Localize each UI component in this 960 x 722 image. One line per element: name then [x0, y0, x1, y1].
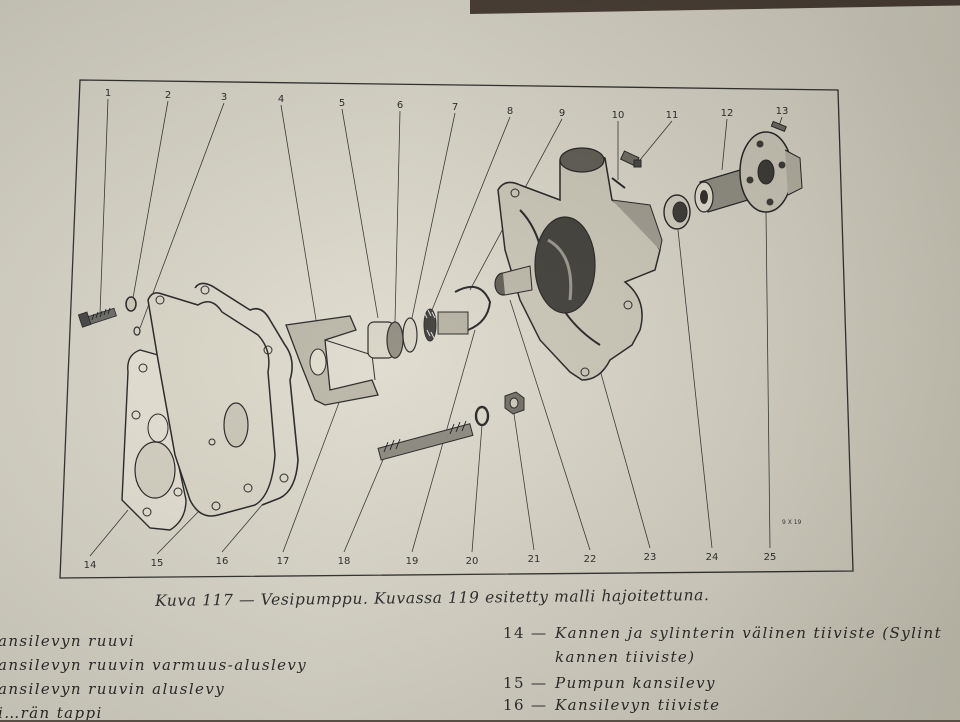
- part-11-grease-nipple: [619, 150, 642, 168]
- callout-3: 3: [221, 92, 227, 103]
- legend-text: Kannen ja sylinterin välinen tiiviste (S…: [555, 624, 942, 642]
- callout-14: 14: [84, 560, 97, 571]
- leader-line-2: [132, 100, 169, 299]
- leader-line-23: [599, 369, 651, 549]
- part-18-stud: [377, 420, 474, 461]
- callout-25: 25: [764, 552, 777, 563]
- legend-number: 15 —: [503, 674, 548, 692]
- leader-line-1: [99, 98, 109, 315]
- leader-line-3: [139, 102, 225, 329]
- legend-text: Kansilevyn tiiviste: [555, 696, 721, 714]
- leader-line-8: [431, 116, 511, 311]
- callout-20: 20: [466, 556, 479, 567]
- diagram-frame: [59, 79, 854, 579]
- part-10-pin: [611, 177, 626, 189]
- leader-line-22: [509, 299, 591, 551]
- part-16-cover-plate-gasket: [194, 282, 299, 506]
- leader-line-25: [765, 211, 771, 549]
- legend-right-item: 15 — Pumpun kansilevy: [503, 674, 716, 692]
- part-15-pump-cover-plate: [147, 292, 276, 517]
- part-20-lock-washer: [474, 405, 490, 427]
- leader-line-6: [394, 110, 401, 323]
- legend-left-item: ansilevyn ruuvin aluslevy: [0, 680, 226, 698]
- leader-line-5: [341, 108, 379, 319]
- callout-8: 8: [507, 106, 513, 117]
- part-23-pump-body: [497, 147, 663, 381]
- leader-line-12: [721, 118, 728, 171]
- callout-5: 5: [339, 98, 345, 109]
- callout-4: 4: [278, 94, 284, 105]
- leader-line-4: [280, 104, 319, 333]
- leader-lines: [89, 98, 783, 557]
- leader-line-15: [156, 509, 201, 555]
- callout-24: 24: [706, 552, 719, 563]
- part-1-screw: [77, 307, 117, 328]
- part-17-impeller: [285, 315, 379, 406]
- callout-1: 1: [105, 88, 111, 99]
- callout-16: 16: [216, 556, 229, 567]
- leader-line-11: [639, 120, 673, 161]
- figure-code: 9 X 19: [782, 519, 802, 526]
- legend-left-item: i…rän tappi: [0, 704, 103, 722]
- leader-line-16: [221, 504, 263, 553]
- callout-2: 2: [165, 90, 171, 101]
- legend-left-item: ansilevyn ruuvi: [0, 632, 135, 650]
- leader-line-20: [471, 424, 483, 553]
- legend-number: 16 —: [503, 696, 548, 714]
- leader-line-21: [513, 413, 535, 551]
- leader-line-18: [343, 454, 386, 553]
- callout-12: 12: [721, 108, 734, 119]
- part-22-inlet-pipe: [494, 265, 533, 296]
- callout-17: 17: [277, 556, 290, 567]
- callout-10: 10: [612, 110, 625, 121]
- callout-9: 9: [559, 108, 565, 119]
- part-5-8-seal-assembly: [367, 285, 492, 359]
- callout-18: 18: [338, 556, 351, 567]
- callout-6: 6: [397, 100, 403, 111]
- leader-line-17: [282, 399, 341, 553]
- part-24-bearing: [663, 194, 691, 230]
- callout-13: 13: [776, 106, 789, 117]
- part-25-pulley-flange: [739, 131, 803, 213]
- part-2-washer: [125, 296, 137, 312]
- part-13-key: [770, 120, 787, 133]
- callout-22: 22: [584, 554, 597, 565]
- callout-23: 23: [644, 552, 657, 563]
- part-3-washer: [133, 326, 141, 336]
- legend-right-item: 14 — Kannen ja sylinterin välinen tiivis…: [503, 624, 942, 642]
- legend-right-item: 16 — Kansilevyn tiiviste: [503, 696, 720, 714]
- legend-text: Pumpun kansilevy: [555, 674, 716, 692]
- callout-19: 19: [406, 556, 419, 567]
- leader-line-7: [411, 112, 456, 319]
- leader-line-24: [677, 229, 713, 549]
- leader-line-14: [89, 509, 129, 557]
- legend-right-item: kannen tiiviste): [503, 648, 695, 666]
- legend-text: kannen tiiviste): [555, 648, 696, 666]
- legend-left-item: ansilevyn ruuvin varmuus-aluslevy: [0, 656, 308, 674]
- legend-number: 14 —: [503, 624, 548, 642]
- callout-21: 21: [528, 554, 541, 565]
- part-21-nut: [504, 391, 525, 415]
- callout-11: 11: [666, 110, 679, 121]
- callout-15: 15: [151, 558, 164, 569]
- callout-7: 7: [452, 102, 458, 113]
